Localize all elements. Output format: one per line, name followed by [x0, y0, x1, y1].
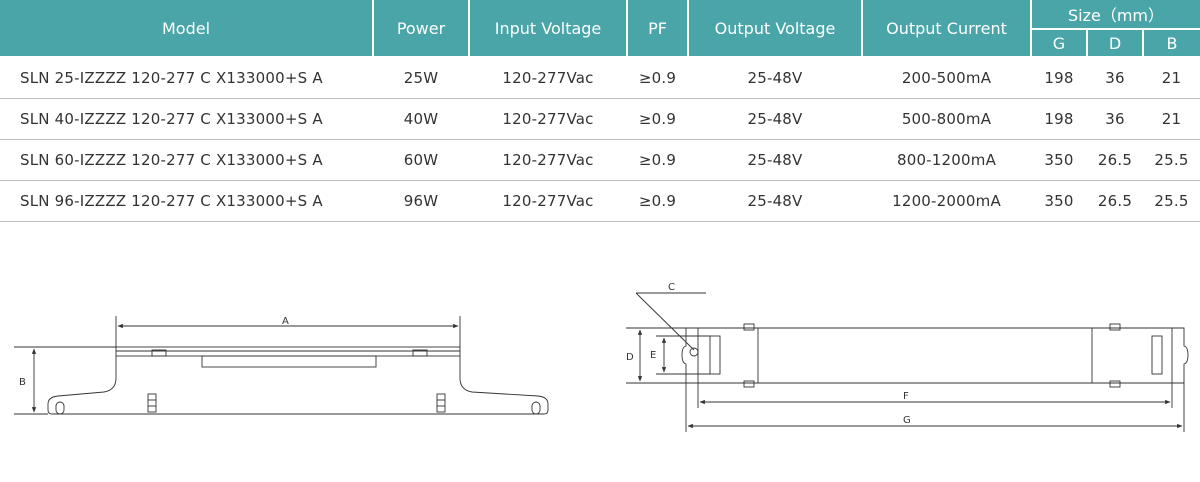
cell-model: SLN 25-IZZZZ 120-277 C X133000+S A: [0, 57, 373, 99]
dimension-label-e: E: [650, 350, 656, 361]
dimension-label-a: A: [282, 316, 289, 327]
cell-size-b: 25.5: [1143, 180, 1200, 222]
cell-output-current: 800-1200mA: [862, 139, 1031, 181]
header-output-current: Output Current: [862, 0, 1032, 58]
dimension-label-d: D: [626, 352, 634, 363]
cell-input-voltage: 120-277Vac: [469, 57, 627, 99]
table-row: SLN 60-IZZZZ 120-277 C X133000+S A 60W 1…: [0, 139, 1200, 181]
dimension-label-f: F: [903, 391, 909, 402]
cell-output-voltage: 25-48V: [688, 139, 862, 181]
dimension-label-b: B: [19, 377, 26, 388]
cell-model: SLN 96-IZZZZ 120-277 C X133000+S A: [0, 180, 373, 222]
header-pf: PF: [627, 0, 689, 58]
header-output-voltage: Output Voltage: [688, 0, 863, 58]
cell-pf: ≥0.9: [627, 57, 688, 99]
cell-power: 25W: [373, 57, 469, 99]
cell-pf: ≥0.9: [627, 139, 688, 181]
cell-size-g: 350: [1031, 180, 1087, 222]
cell-power: 60W: [373, 139, 469, 181]
header-power: Power: [373, 0, 470, 58]
cell-output-voltage: 25-48V: [688, 98, 862, 140]
spec-table: Model Power Input Voltage PF Output Volt…: [0, 0, 1200, 222]
side-view-drawing: [14, 316, 549, 415]
cell-input-voltage: 120-277Vac: [469, 180, 627, 222]
header-size-d: D: [1087, 29, 1144, 58]
cell-size-g: 350: [1031, 139, 1087, 181]
cell-output-current: 1200-2000mA: [862, 180, 1031, 222]
dimension-label-g: G: [903, 415, 911, 426]
header-size-g: G: [1031, 29, 1088, 58]
cell-input-voltage: 120-277Vac: [469, 98, 627, 140]
cell-size-b: 25.5: [1143, 139, 1200, 181]
cell-size-g: 198: [1031, 57, 1087, 99]
table-row: SLN 96-IZZZZ 120-277 C X133000+S A 96W 1…: [0, 180, 1200, 222]
cell-output-current: 200-500mA: [862, 57, 1031, 99]
technical-drawings: A B: [0, 262, 1200, 482]
drawing-canvas: A B: [14, 282, 1189, 432]
cell-size-d: 26.5: [1087, 139, 1143, 181]
table-row: SLN 25-IZZZZ 120-277 C X133000+S A 25W 1…: [0, 57, 1200, 99]
cell-output-current: 500-800mA: [862, 98, 1031, 140]
cell-output-voltage: 25-48V: [688, 57, 862, 99]
cell-size-b: 21: [1143, 98, 1200, 140]
header-model: Model: [0, 0, 374, 58]
table-row: SLN 40-IZZZZ 120-277 C X133000+S A 40W 1…: [0, 98, 1200, 140]
cell-power: 40W: [373, 98, 469, 140]
cell-size-b: 21: [1143, 57, 1200, 99]
dimension-label-c: C: [668, 282, 675, 293]
cell-pf: ≥0.9: [627, 180, 688, 222]
cell-output-voltage: 25-48V: [688, 180, 862, 222]
header-input-voltage: Input Voltage: [469, 0, 628, 58]
top-view-drawing: [626, 292, 1189, 432]
cell-input-voltage: 120-277Vac: [469, 139, 627, 181]
cell-model: SLN 60-IZZZZ 120-277 C X133000+S A: [0, 139, 373, 181]
cell-power: 96W: [373, 180, 469, 222]
cell-size-d: 36: [1087, 98, 1143, 140]
header-size-b: B: [1143, 29, 1200, 58]
cell-size-d: 36: [1087, 57, 1143, 99]
cell-size-d: 26.5: [1087, 180, 1143, 222]
cell-model: SLN 40-IZZZZ 120-277 C X133000+S A: [0, 98, 373, 140]
cell-size-g: 198: [1031, 98, 1087, 140]
header-size: Size（mm）: [1031, 0, 1200, 30]
cell-pf: ≥0.9: [627, 98, 688, 140]
